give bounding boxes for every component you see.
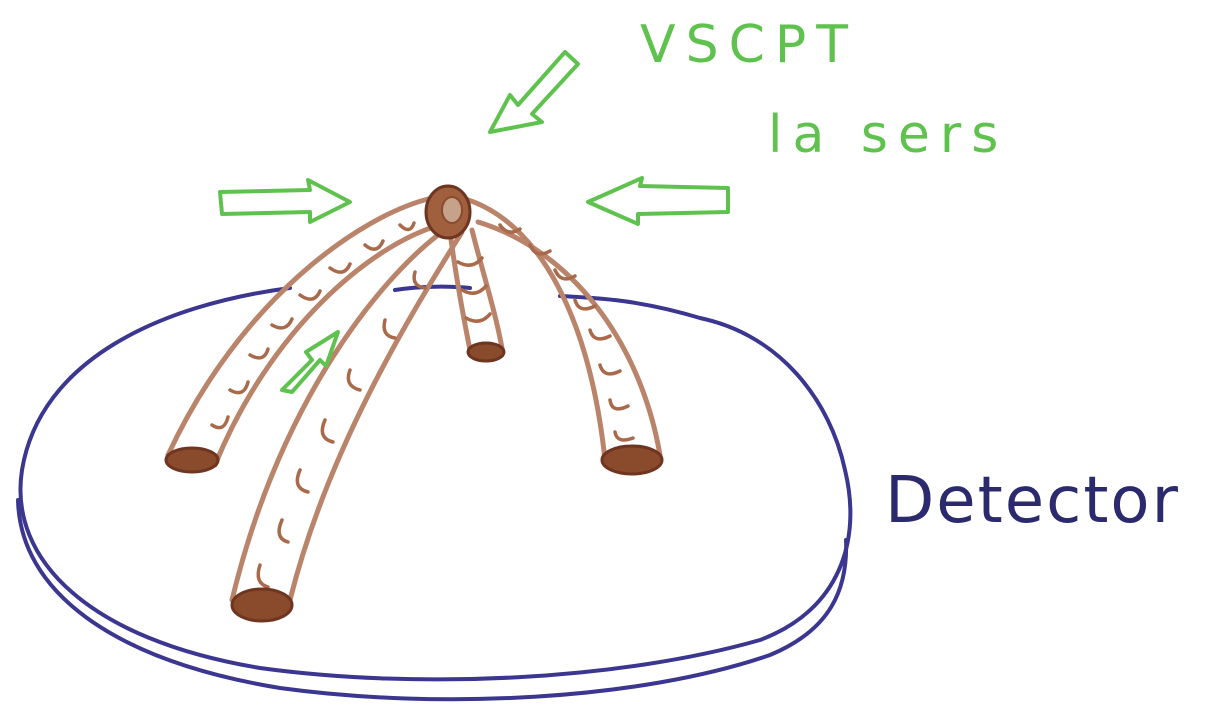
tube-right-end: [600, 444, 664, 476]
laser-arrow-top-right-icon: [488, 50, 580, 134]
detector-disk-top-edge: [18, 286, 853, 682]
detector-disk-back-edge: [393, 284, 472, 292]
detector-disk-bottom-edge: [16, 498, 849, 702]
tube-left: [164, 195, 443, 474]
tube-right: [459, 195, 664, 476]
tube-front-end: [230, 587, 294, 623]
tube-front: [229, 229, 465, 623]
laser-arrow-small-icon: [280, 330, 340, 394]
tube-back: [447, 227, 506, 363]
laser-arrow-left-icon: [586, 176, 730, 226]
lasers-label-line2: la sers: [768, 105, 1008, 165]
tube-back-end: [466, 341, 506, 363]
detector-label: Detector: [885, 464, 1180, 538]
laser-arrow-right-icon: [218, 178, 352, 224]
lasers-label-line1: VSCPT: [640, 15, 858, 75]
atom-source: [424, 184, 472, 240]
tube-left-end: [164, 446, 220, 474]
detector-disk: [16, 284, 853, 702]
